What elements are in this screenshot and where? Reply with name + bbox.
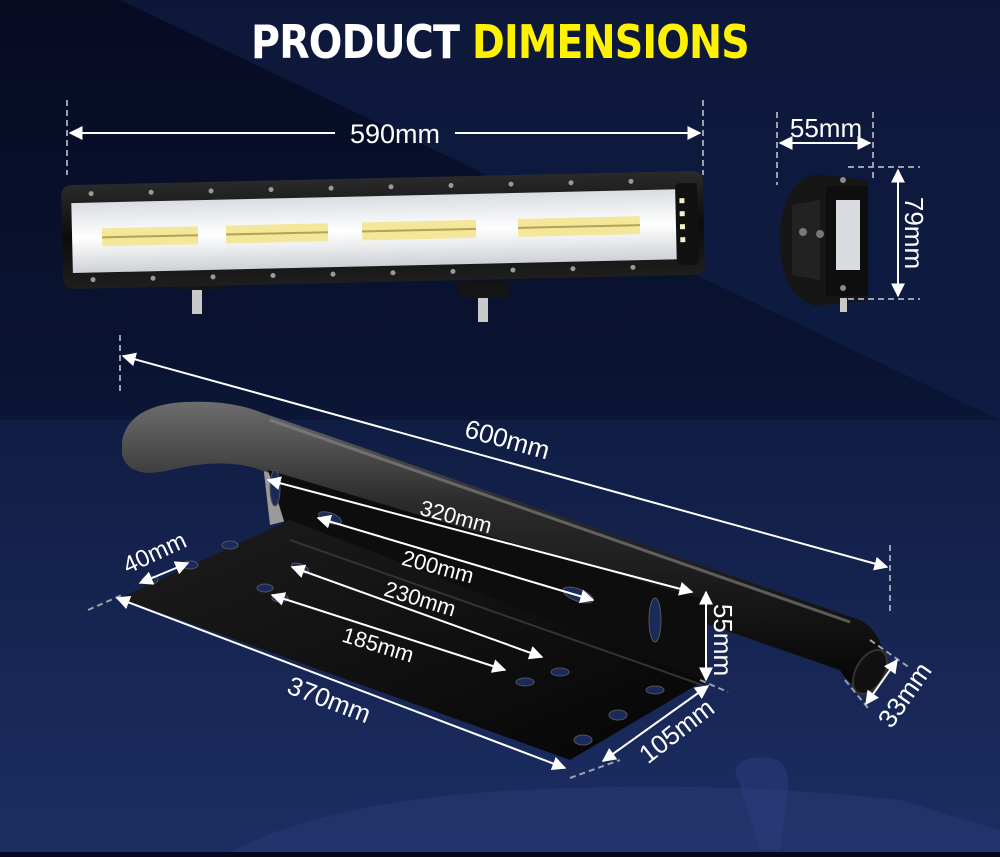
- background-car-silhouette: [230, 786, 1000, 852]
- title-product: PRODUCT: [251, 15, 460, 69]
- label-55mm-upright: 55mm: [708, 604, 738, 676]
- light-bar-side-view: [780, 174, 868, 312]
- label-590mm: 590mm: [350, 119, 440, 149]
- dimension-590: 590mm: [66, 100, 704, 175]
- background-mirror-silhouette: [735, 757, 789, 850]
- dimension-side-79: 79mm: [848, 166, 929, 300]
- dimension-upright-55: 55mm: [699, 590, 738, 682]
- dimension-side-55: 55mm: [776, 112, 874, 185]
- light-bar-front-view: [61, 170, 705, 322]
- label-79mm: 79mm: [899, 197, 929, 269]
- title-dimensions: DIMENSIONS: [472, 15, 750, 69]
- page-title: PRODUCT DIMENSIONS: [70, 12, 930, 72]
- label-55mm-side: 55mm: [790, 113, 862, 143]
